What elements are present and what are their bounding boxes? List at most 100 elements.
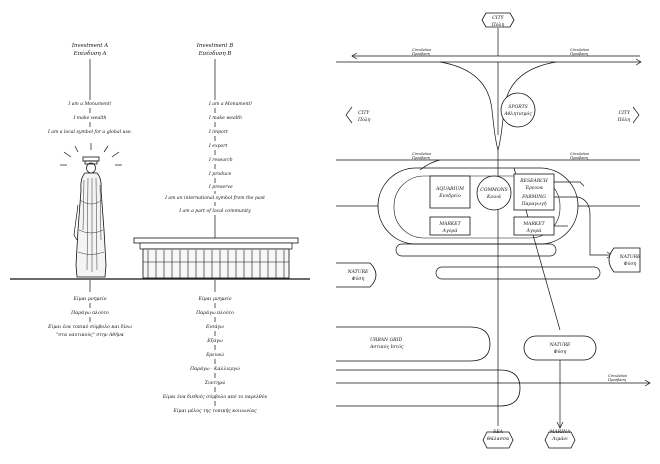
circulation-top — [336, 52, 642, 66]
city-top-gr: Πόλη — [491, 21, 505, 28]
market-node-1 — [429, 216, 471, 236]
colB-gr-5: Ερευνώ — [205, 351, 224, 358]
colB-gr-6: Παράγω - Καλλιεργώ — [189, 365, 240, 372]
flow-lines — [336, 159, 640, 207]
colB-en-7: I preserve — [208, 184, 233, 190]
city-right-chevron — [632, 106, 640, 124]
city-left-en: CITY — [358, 110, 370, 116]
circulation-bottom — [336, 379, 651, 387]
colA-gr-3: Είμαι ένα τοπικό σύμβολο και δίνω — [47, 323, 132, 330]
caryatid-statue — [73, 156, 107, 278]
commons-gr: Κοινά — [486, 193, 502, 200]
city-left-gr: Πόλη — [357, 116, 371, 123]
market1-gr: Αγορά — [442, 227, 459, 234]
colB-en-9: I am a part of local community — [178, 208, 251, 214]
colB-en-1: I am a Monument! — [208, 101, 252, 107]
research-gr: Έρευνα — [525, 184, 544, 191]
nature-mid-node — [523, 335, 597, 361]
colB-en-6: I produce — [208, 171, 232, 177]
colA-en-1: I am a Monument! — [67, 101, 111, 107]
cluster-inner-outline — [393, 175, 561, 239]
aquarium-en: AQUARIUM — [435, 186, 464, 192]
colA-en-3: I am a local symbol for a global use. — [47, 129, 133, 135]
aquarium-node — [429, 175, 471, 209]
farming-gr: Παραγωγή — [521, 200, 547, 207]
circulation-label-3-gr: Προσβαση — [411, 156, 430, 160]
circulation-label-4: Circulation — [570, 152, 589, 156]
sports-gr: Αθλητισμός — [503, 110, 532, 117]
colB-title-en: Investment B — [196, 43, 233, 49]
colB-gr-4: Εξάγω — [206, 337, 223, 344]
colB-gr-3: Εισάγω — [205, 323, 224, 330]
circulation-label-5-gr: Προσβαση — [607, 378, 626, 382]
sports-en: SPORTS — [508, 104, 528, 110]
urban-grid-gr: Αστικός Ιστός — [369, 343, 404, 350]
sea-gr: Θάλασσα — [487, 435, 510, 442]
city-right-gr: Πόλη — [617, 116, 631, 123]
nature-left-gr: Φύση — [352, 275, 365, 282]
sea-frame — [482, 431, 514, 449]
commons-node — [476, 175, 512, 211]
statue-rays — [60, 143, 122, 166]
colB-en-2: I make wealth — [208, 115, 242, 121]
colB-title-gr: Επένδυση Β — [198, 50, 232, 57]
commons-en: COMMONS — [480, 187, 508, 193]
colA-gr-2: Παράγω πλούτο — [70, 309, 109, 316]
market1-en: MARKET — [438, 221, 461, 227]
market2-gr: Αγορά — [526, 227, 543, 234]
city-top-frame — [481, 12, 515, 28]
nature-left-en: NATURE — [347, 269, 369, 275]
marina-frame — [544, 431, 576, 449]
city-right-en: CITY — [619, 110, 631, 116]
farming-en: FARMING — [521, 194, 546, 200]
aquarium-gr: Ενυδρείο — [438, 192, 461, 199]
colB-gr-9: Είμαι μέλος της τοπικής κοινωνίας — [172, 407, 257, 414]
museum-building — [133, 237, 299, 279]
nature-left-frame — [336, 262, 377, 288]
circulation-label-2: Circulation — [570, 48, 589, 52]
colA-gr-1: Είμαι μνημείο — [72, 295, 106, 302]
colB-en-8: I am an international symbol from the pa… — [164, 195, 265, 201]
colA-gr-4: "στα ναυτικούς" στην Αθήνα — [56, 331, 124, 338]
circulation-label-1: Circulation — [412, 48, 431, 52]
marina-en: MARINA — [549, 429, 571, 435]
urban-grid-loop-outer — [336, 369, 521, 407]
colA-en-2: I make wealth — [73, 115, 107, 121]
nature-right-frame — [608, 247, 641, 273]
colB-en-3: I import — [208, 129, 228, 135]
colA-title-gr: Επένδυση Α — [73, 50, 107, 57]
sea-en: SEA — [493, 429, 504, 435]
urban-grid-en: URBAN GRID — [370, 337, 402, 343]
colB-en-5: I research — [208, 157, 233, 163]
city-top-en: CITY — [492, 15, 504, 21]
urban-grid-loop — [336, 326, 491, 362]
nature-mid-gr: Φύση — [554, 348, 567, 355]
circulation-label-1-gr: Προσβαση — [411, 52, 430, 56]
circulation-label-4-gr: Προσβαση — [569, 156, 588, 160]
colA-title-en: Investment A — [71, 43, 108, 49]
nature-right-en: NATURE — [619, 254, 641, 260]
circulation-label-2-gr: Προσβαση — [569, 52, 588, 56]
research-link — [554, 181, 585, 187]
colB-gr-8: Είμαι ένα διεθνές σύμβολο από το παρελθό… — [162, 393, 268, 400]
sports-node — [500, 92, 536, 128]
colB-gr-2: Παράγω πλούτο — [195, 309, 234, 316]
research-en: RESEARCH — [519, 178, 549, 184]
colB-gr-7: Συντηρώ — [204, 379, 226, 386]
circulation-label-5: Circulation — [608, 374, 627, 378]
route-to-nature-right — [577, 196, 612, 256]
market2-en: MARKET — [522, 221, 545, 227]
band-pill-1 — [395, 243, 557, 257]
research-farming-node — [513, 173, 555, 211]
city-left-chevron — [345, 106, 353, 124]
colB-gr-1: Είμαι μνημείο — [197, 295, 231, 302]
marina-arrow — [556, 421, 564, 429]
colB-en-4: I export — [208, 143, 227, 149]
nature-mid-en: NATURE — [549, 342, 571, 348]
marina-gr: Λιμάνι — [551, 435, 568, 442]
band-pill-2 — [435, 266, 601, 280]
circulation-label-3: Circulation — [412, 152, 431, 156]
nature-right-gr: Φύση — [624, 260, 637, 267]
